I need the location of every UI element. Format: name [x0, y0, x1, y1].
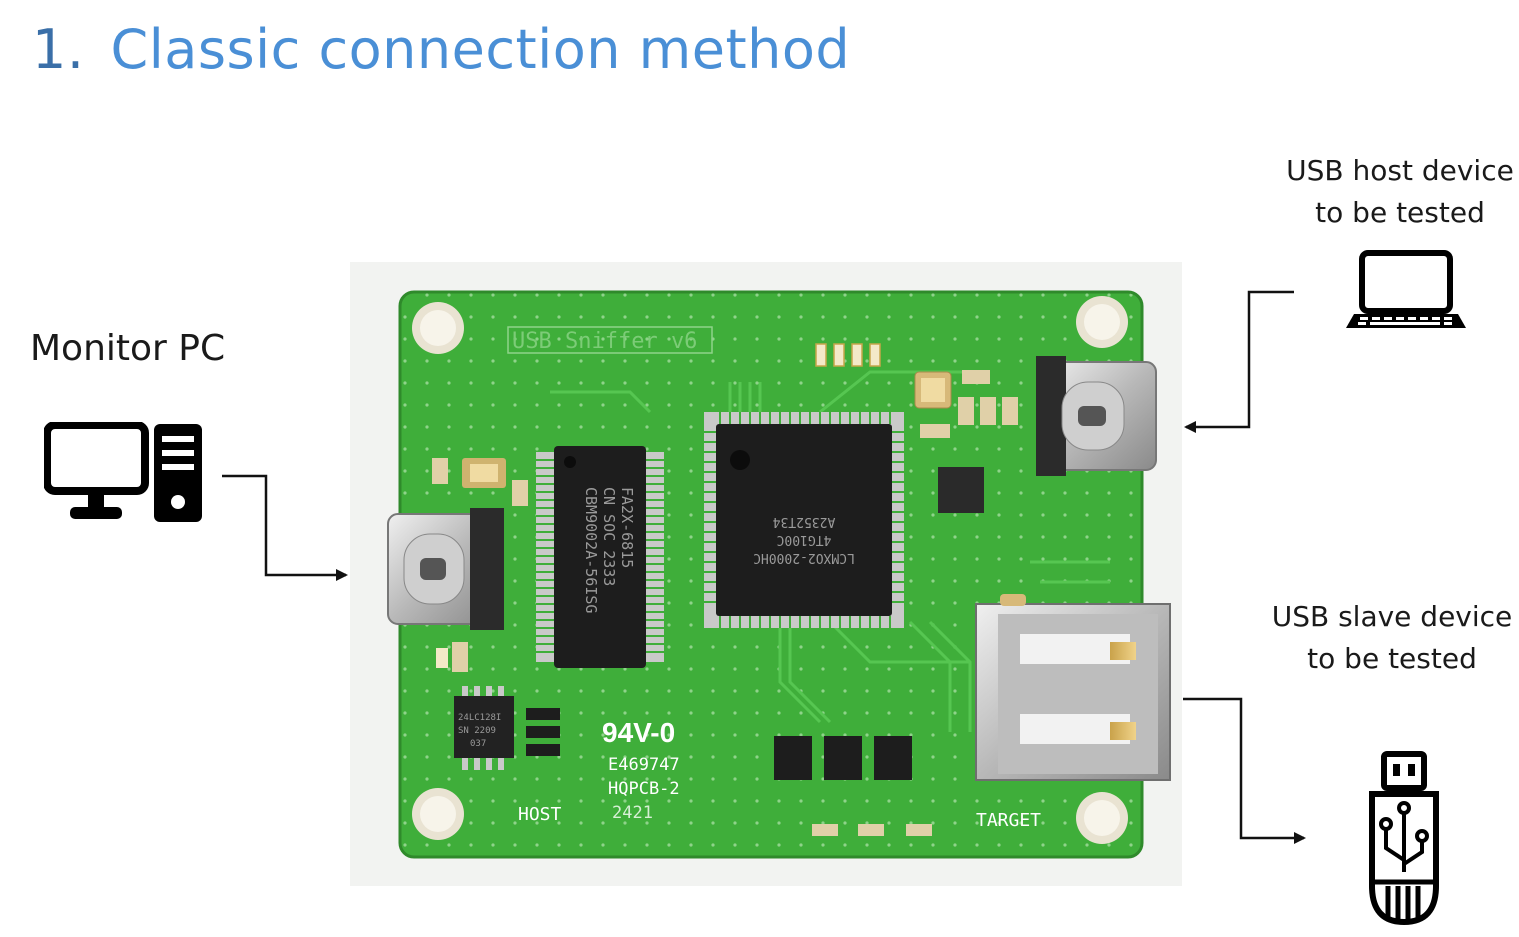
host-usb-c-port — [388, 508, 504, 630]
chip-right-line-1: LCMXO2-2000HC — [753, 550, 855, 565]
arrow-monitor-to-host — [222, 476, 346, 575]
chip-left-line-1: CBM9002A-56ISG — [582, 487, 600, 613]
chip-left-line-3: FA2X-6815 — [618, 487, 636, 568]
eeprom-line-3: 037 — [470, 739, 486, 749]
eeprom-line-2: SN 2209 — [458, 726, 496, 736]
pcb-mark: HQPCB-2 — [608, 779, 680, 799]
arrow-target-to-usb — [1183, 699, 1304, 838]
chip-lcmxo2: LCMXO2-2000HC 4TG100C A2352T34 — [704, 412, 904, 628]
usb-sniffer-board: USB Sniffer v6 CBM9002A-56ISG CN SOC 233… — [350, 262, 1182, 886]
chip-right-line-2: 4TG100C — [777, 532, 832, 547]
board-name: USB Sniffer v6 — [512, 329, 697, 354]
date-mark: 2421 — [612, 803, 653, 823]
host-silk-label: HOST — [518, 804, 562, 825]
eeprom-line-1: 24LC128I — [458, 713, 501, 723]
target-silk-label: TARGET — [976, 810, 1041, 831]
rating-mark: 94V-0 — [602, 717, 675, 748]
chip-cbm9002a: CBM9002A-56ISG CN SOC 2333 FA2X-6815 — [536, 446, 664, 668]
arrow-laptop-to-target — [1186, 292, 1294, 427]
cert-mark: E469747 — [608, 755, 680, 775]
target-usb-c-port — [1036, 356, 1156, 476]
chip-right-line-3: A2352T34 — [773, 514, 836, 529]
chip-left-line-2: CN SOC 2333 — [600, 487, 618, 586]
target-usb-a-port — [976, 594, 1170, 780]
chip-eeprom: 24LC128I SN 2209 037 — [454, 686, 514, 770]
